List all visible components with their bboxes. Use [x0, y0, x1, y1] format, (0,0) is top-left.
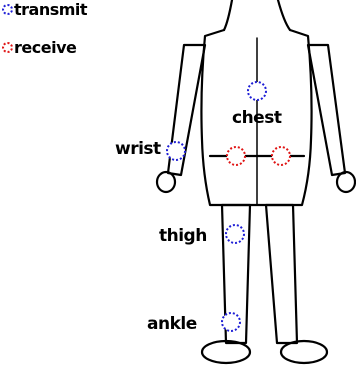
belt-receive-sensor-left — [227, 147, 245, 165]
right-leg — [266, 205, 297, 343]
wrist-label: wrist — [115, 139, 161, 159]
right-foot — [281, 341, 327, 363]
belt-receive-sensor-right — [272, 147, 290, 165]
chest-label: chest — [232, 108, 281, 128]
thigh-label: thigh — [159, 226, 207, 246]
receive-sensor-icon — [2, 42, 13, 53]
chest-transmit-sensor — [248, 82, 266, 100]
transmit-sensor-icon — [2, 4, 13, 15]
thigh-transmit-sensor — [226, 225, 244, 243]
wrist-transmit-sensor — [167, 142, 185, 160]
neck-outline — [224, 0, 290, 30]
legend-receive: receive — [2, 38, 76, 57]
ankle-label: ankle — [147, 314, 197, 334]
left-hand — [157, 172, 175, 192]
legend-transmit-label: transmit — [14, 0, 87, 19]
right-arm — [308, 45, 345, 175]
ankle-transmit-sensor — [222, 313, 240, 331]
legend-transmit: transmit — [2, 0, 87, 19]
legend-receive-label: receive — [14, 38, 76, 57]
left-foot — [202, 341, 250, 363]
right-hand — [337, 172, 355, 192]
